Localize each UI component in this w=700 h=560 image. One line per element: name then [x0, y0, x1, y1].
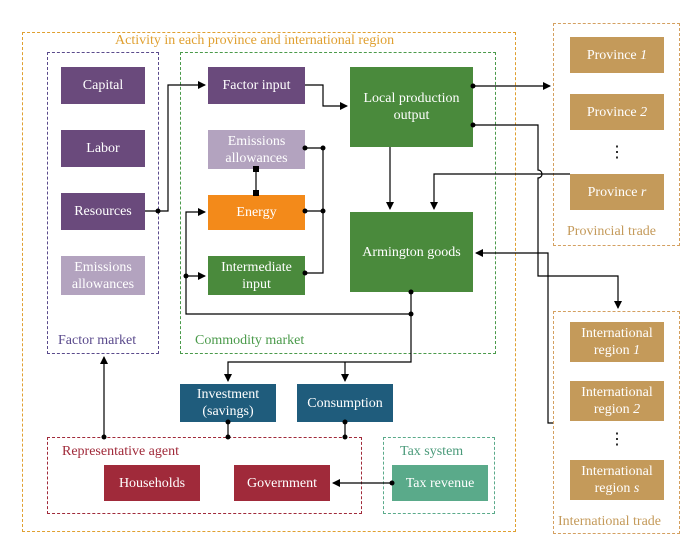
- commodity-market-region: [180, 52, 496, 354]
- international-region-1-name: International region: [581, 326, 653, 358]
- factor-input-to-output-arrow: [305, 84, 348, 110]
- factor-market-region: [47, 52, 159, 354]
- provincial-trade-label: Provincial trade: [567, 224, 657, 239]
- armington-to-energy-arrow: [185, 208, 206, 276]
- output-to-international-trade-arrow: [473, 124, 622, 309]
- international-region-2-index: 2: [633, 402, 641, 417]
- government-box: Government: [234, 465, 330, 501]
- international-region-s-index: s: [633, 481, 640, 496]
- resources-to-factor-input-arrow: [145, 81, 206, 212]
- armington-to-intermediate-arrow: [185, 272, 412, 315]
- province-2-box: Province 2: [570, 94, 664, 130]
- international-region-1-box: International region 1: [570, 322, 664, 362]
- international-region-s-name: International region: [581, 464, 653, 496]
- households-box: Households: [104, 465, 200, 501]
- international-ellipsis: ⋮: [609, 431, 625, 448]
- capital-box: Capital: [61, 67, 145, 104]
- labor-box: Labor: [61, 130, 145, 167]
- resources-box: Resources: [61, 193, 145, 230]
- consumption-box: Consumption: [297, 384, 393, 422]
- tax-revenue-box: Tax revenue: [392, 465, 488, 501]
- provincial-trade-to-armington-arrow: [430, 173, 570, 210]
- province-2-name: Province: [586, 104, 637, 120]
- international-trade-label: International trade: [558, 514, 662, 529]
- factor-input-box: Factor input: [208, 67, 305, 104]
- commodity-emissions-box: Emissions allowances: [208, 130, 305, 169]
- activity-region-label: Activity in each province and internatio…: [115, 33, 395, 48]
- local-production-output-box: Local production output: [350, 67, 473, 147]
- tax-system-region: [383, 437, 495, 514]
- representative-agent-label: Representative agent: [62, 444, 180, 459]
- province-r-box: Province r: [570, 174, 664, 210]
- international-region-2-name: International region: [581, 385, 653, 417]
- province-r-name: Province: [587, 184, 638, 200]
- inputs-collector-line: [305, 147, 324, 274]
- international-region-2-box: International region 2: [570, 381, 664, 421]
- province-1-index: 1: [640, 47, 648, 63]
- international-trade-region: [553, 311, 680, 534]
- provincial-trade-region: [553, 23, 680, 246]
- international-trade-armington-arrow: [475, 249, 553, 424]
- armington-to-investment-arrow: [224, 314, 412, 382]
- investment-box: Investment (savings): [180, 384, 276, 422]
- energy-box: Energy: [208, 195, 305, 230]
- intermediate-input-box: Intermediate input: [208, 256, 305, 295]
- international-region-1-index: 1: [633, 343, 641, 358]
- factor-emissions-box: Emissions allowances: [61, 256, 145, 295]
- province-1-box: Province 1: [570, 37, 664, 73]
- province-r-index: r: [640, 184, 647, 200]
- province-2-index: 2: [640, 104, 648, 120]
- factor-market-label: Factor market: [58, 333, 137, 348]
- representative-agent-region: [47, 437, 362, 514]
- activity-region: [22, 32, 516, 532]
- armington-goods-box: Armington goods: [350, 212, 473, 292]
- tax-system-label: Tax system: [400, 444, 464, 459]
- province-ellipsis: ⋮: [609, 144, 625, 161]
- international-region-s-box: International region s: [570, 460, 664, 500]
- province-1-name: Province: [586, 47, 637, 63]
- commodity-market-label: Commodity market: [195, 333, 305, 348]
